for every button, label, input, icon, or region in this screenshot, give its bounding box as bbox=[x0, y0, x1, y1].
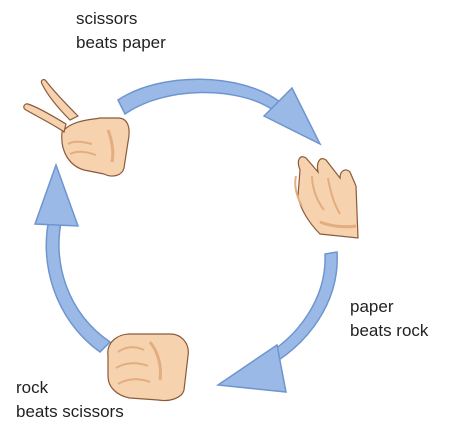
paper-rule-label: paper beats rock bbox=[350, 295, 428, 343]
cycle-arrow-icon bbox=[35, 165, 110, 352]
paper-hand-icon bbox=[295, 157, 358, 238]
scissors-label-line2: beats paper bbox=[76, 31, 166, 55]
rock-label-line1: rock bbox=[16, 376, 124, 400]
paper-label-line2: beats rock bbox=[350, 319, 428, 343]
rock-rule-label: rock beats scissors bbox=[16, 376, 124, 424]
scissors-hand-icon bbox=[24, 80, 129, 176]
scissors-label-line1: scissors bbox=[76, 7, 166, 31]
cycle-arrow-icon bbox=[218, 252, 337, 392]
scissors-rule-label: scissors beats paper bbox=[76, 7, 166, 55]
cycle-arrow-icon bbox=[118, 79, 320, 144]
paper-label-line1: paper bbox=[350, 295, 428, 319]
rock-label-line2: beats scissors bbox=[16, 400, 124, 424]
